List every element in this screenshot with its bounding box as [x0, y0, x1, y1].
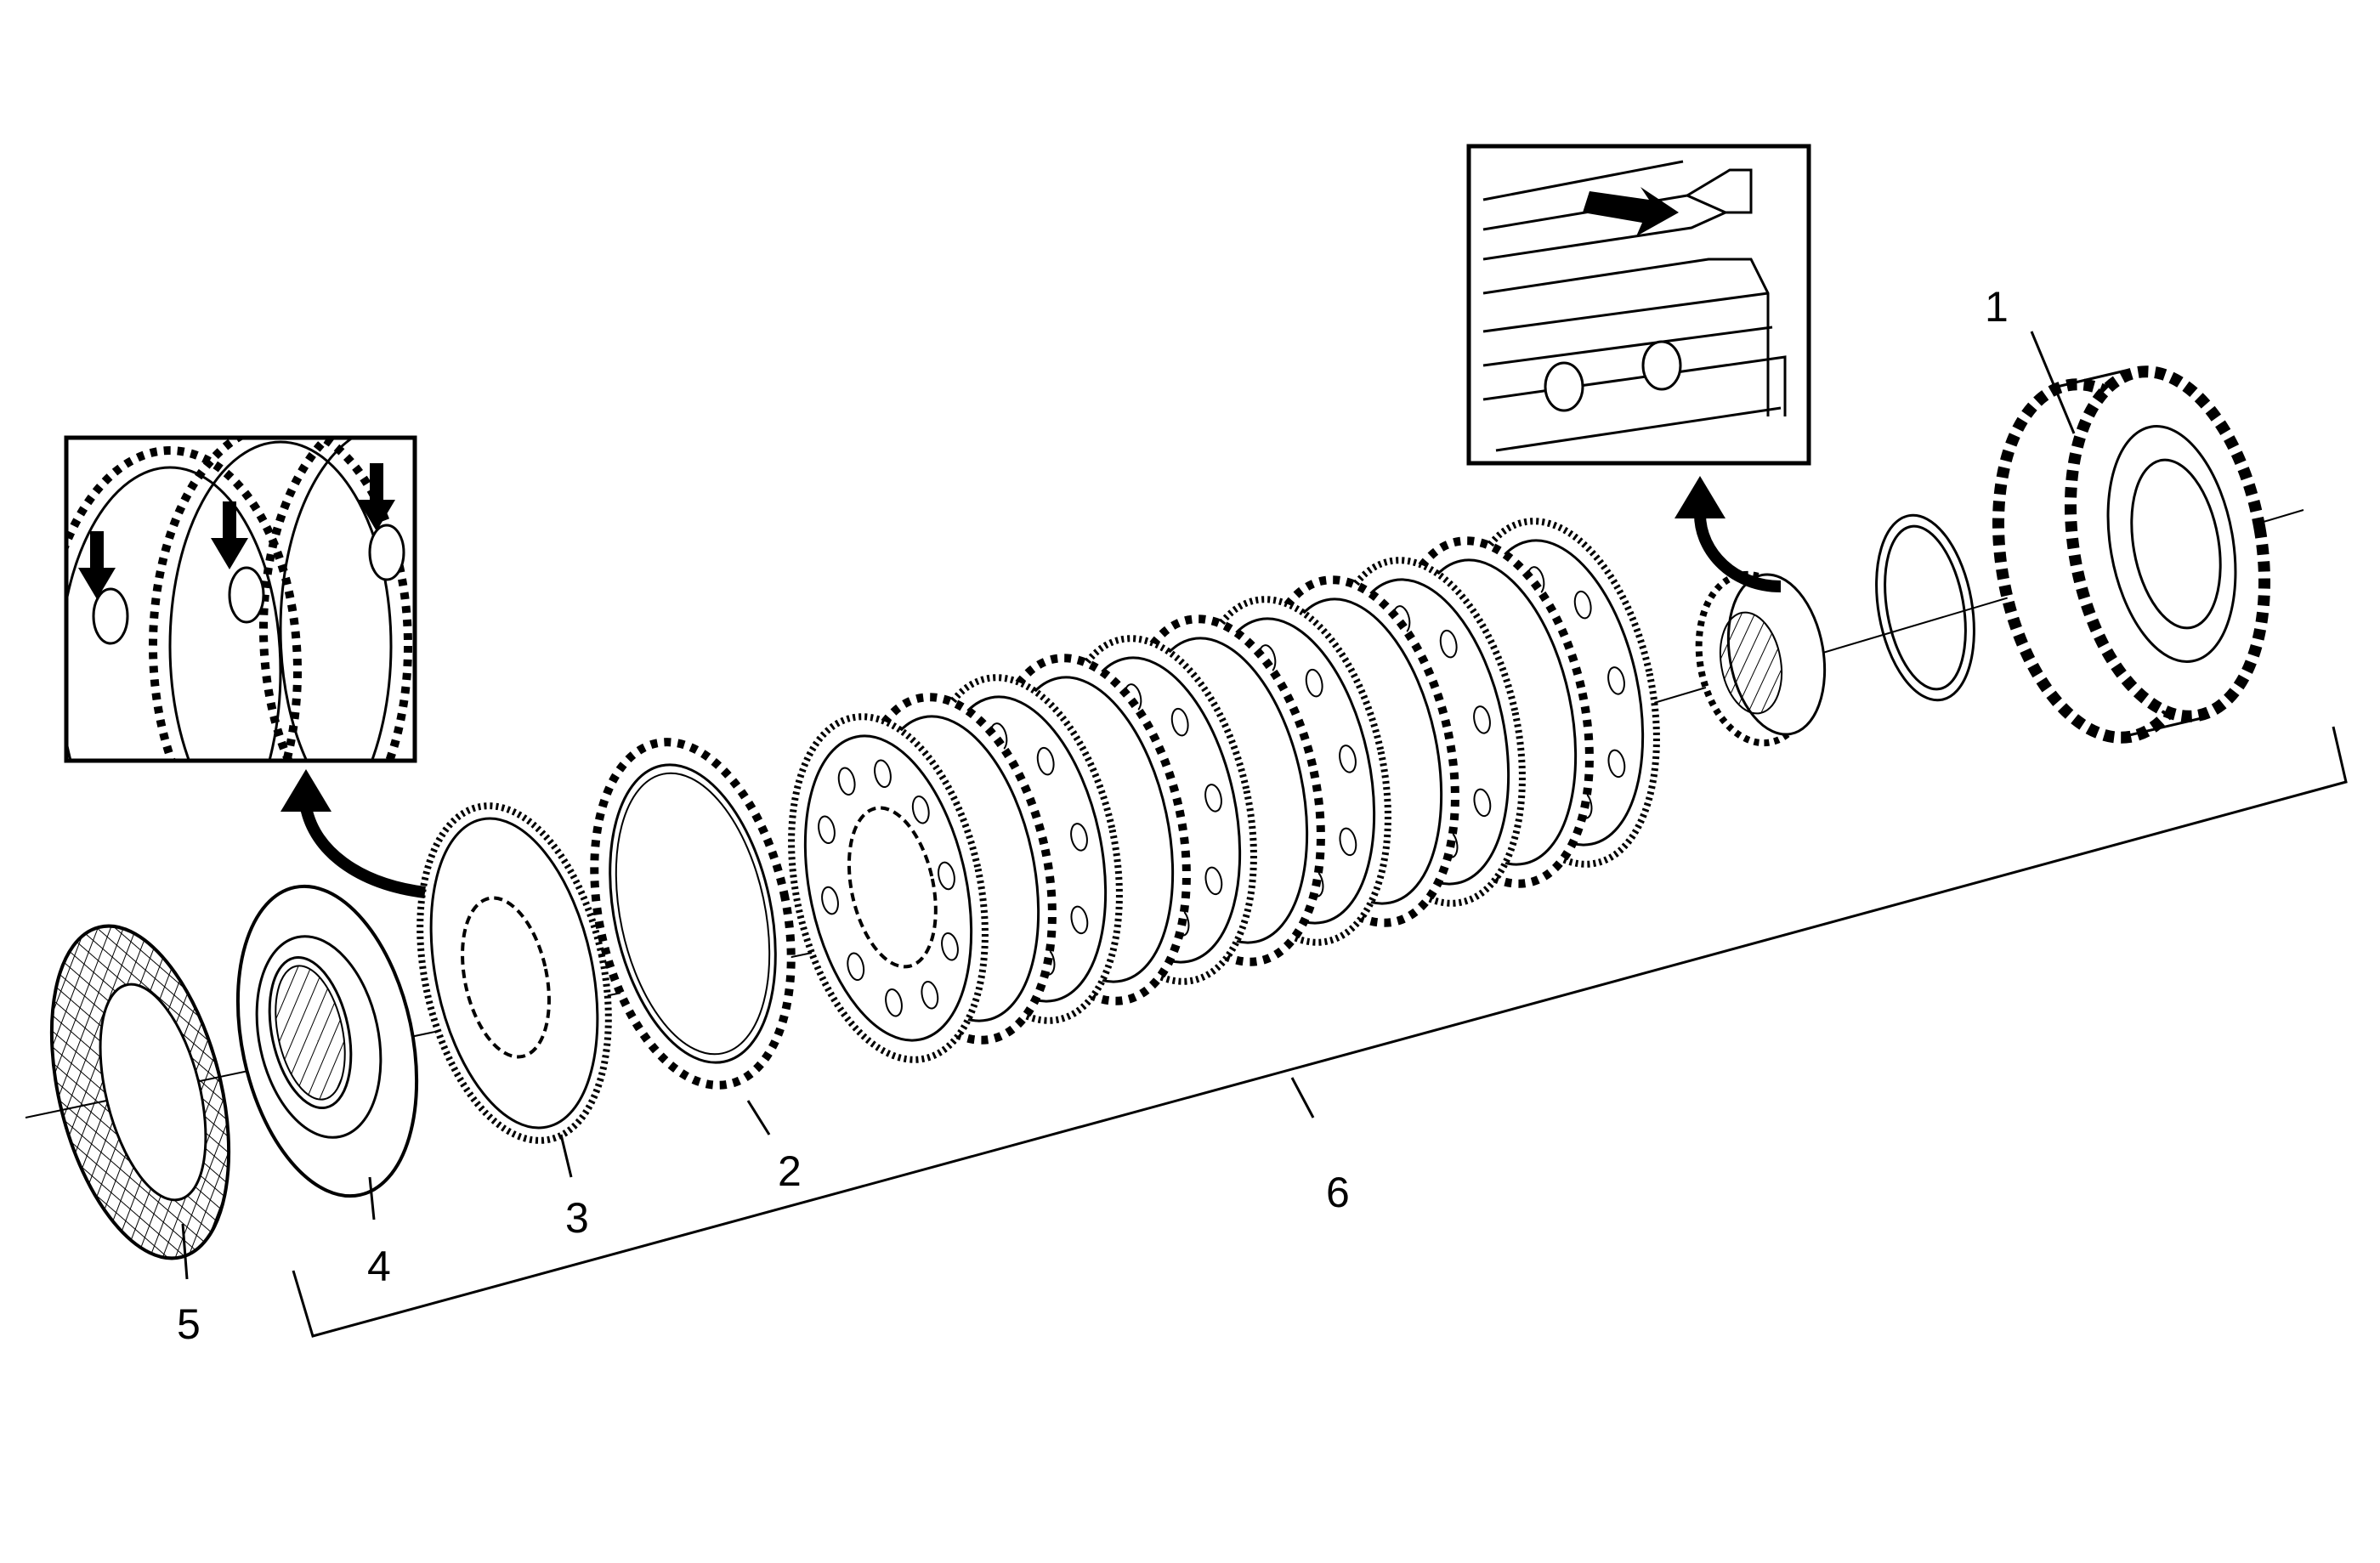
waved-plate — [49, 924, 231, 1260]
friction-plate — [416, 802, 612, 1144]
arrow-down-icon — [211, 501, 248, 569]
callout-labels: 1 2 3 4 5 6 — [177, 283, 2009, 1348]
callout-4: 4 — [367, 1243, 391, 1290]
pointer-arrow-right — [1674, 476, 1782, 592]
arrow-down-icon — [78, 531, 116, 599]
leader-lines — [181, 331, 2076, 1280]
callout-2: 2 — [778, 1147, 802, 1195]
callout-6: 6 — [1326, 1169, 1350, 1216]
callout-3: 3 — [565, 1194, 589, 1242]
teeth-alignment-inset — [64, 435, 417, 763]
snap-ring — [1875, 513, 1975, 702]
spline-slot-inset — [1466, 144, 1811, 466]
callout-5: 5 — [177, 1300, 201, 1348]
clutch-pack-bracket — [292, 726, 2348, 1338]
arrow-down-icon — [358, 463, 395, 531]
callout-1: 1 — [1985, 283, 2009, 331]
backing-plate — [235, 884, 419, 1198]
arrow-right-icon — [1583, 187, 1679, 236]
steel-plate — [590, 738, 796, 1090]
spline-hub — [1695, 570, 1827, 747]
clutch-housing — [1992, 365, 2271, 744]
pack-friction-plate — [788, 713, 989, 1063]
pointer-arrow-left — [280, 769, 426, 898]
clutch-pack — [788, 518, 1660, 1063]
